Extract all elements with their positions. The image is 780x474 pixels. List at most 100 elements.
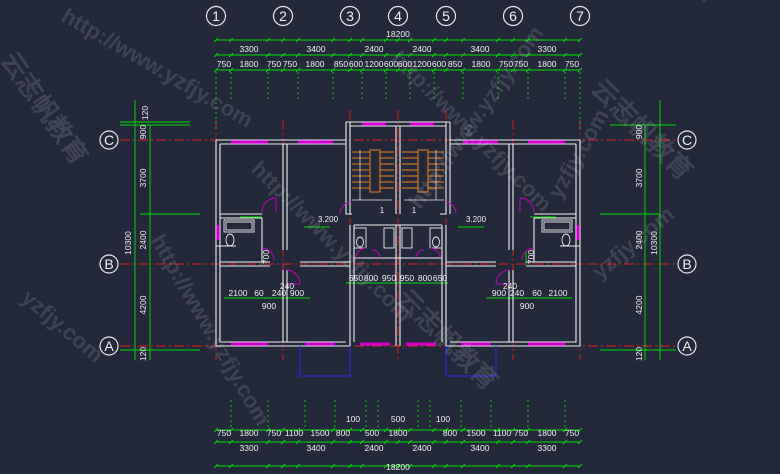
dimension-tick bbox=[407, 463, 413, 469]
bottom-small-dim: 500 bbox=[391, 414, 405, 424]
walls bbox=[215, 121, 581, 347]
axis-bubble-4[interactable]: 4 bbox=[387, 5, 409, 27]
dimension-tick bbox=[525, 439, 531, 445]
dimension-tick bbox=[347, 67, 353, 73]
dimension-tick bbox=[495, 439, 501, 445]
dimension-tick bbox=[330, 463, 336, 469]
dimension-tick bbox=[330, 37, 336, 43]
left-segment-dim: 900 bbox=[138, 125, 148, 139]
top-bay-dim: 3300 bbox=[240, 44, 259, 54]
axis-bubble-C-left[interactable]: C bbox=[99, 130, 119, 150]
right-total-dim: 10300 bbox=[649, 231, 659, 255]
bottom-detail-dim: 750 bbox=[267, 428, 281, 438]
top-detail-dim: 750 bbox=[565, 59, 579, 69]
bottom-detail-dim: 1800 bbox=[240, 428, 259, 438]
interior-dim: 700 bbox=[261, 250, 271, 264]
dimension-tick bbox=[228, 463, 234, 469]
top-bay-dim: 3300 bbox=[538, 44, 557, 54]
top-detail-dim: 750 bbox=[514, 59, 528, 69]
axis-bubble-2[interactable]: 2 bbox=[272, 5, 294, 27]
top-detail-dim: 1800 bbox=[306, 59, 325, 69]
top-detail-dim: 600 bbox=[432, 59, 446, 69]
dimension-tick bbox=[407, 52, 413, 58]
elevation-mark-right: 3.200 bbox=[466, 215, 487, 224]
interior-dim: 900 bbox=[290, 288, 304, 298]
dimension-tick bbox=[280, 37, 286, 43]
dimension-tick bbox=[443, 67, 449, 73]
dimension-tick bbox=[460, 67, 466, 73]
watermark-text: http://www.yzfjy.com bbox=[146, 230, 276, 430]
interior-dim: 950 bbox=[400, 273, 414, 283]
top-detail-dim: 750 bbox=[267, 59, 281, 69]
dimension-tick bbox=[407, 427, 413, 433]
dimension-tick bbox=[431, 427, 437, 433]
dimension-tick bbox=[495, 67, 501, 73]
axis-bubble-7[interactable]: 7 bbox=[569, 5, 591, 27]
right-segment-dim: 3700 bbox=[634, 168, 644, 187]
bottom-total-dim: 18200 bbox=[386, 462, 410, 472]
bottom-detail-dim: 1800 bbox=[389, 428, 408, 438]
dimension-tick bbox=[228, 37, 234, 43]
dimension-tick bbox=[460, 439, 466, 445]
dimension-tick bbox=[265, 427, 271, 433]
bottom-bay-dim: 2400 bbox=[365, 443, 384, 453]
right-segment-dim: 120 bbox=[634, 347, 644, 361]
dimension-tick bbox=[395, 427, 401, 433]
dimension-tick bbox=[510, 439, 516, 445]
dimension-tick bbox=[395, 52, 401, 58]
axis-bubble-5[interactable]: 5 bbox=[435, 5, 457, 27]
axis-bubble-B-right[interactable]: B bbox=[677, 254, 697, 274]
dimension-tick bbox=[280, 427, 286, 433]
axis-bubble-C-right[interactable]: C bbox=[677, 130, 697, 150]
dimension-tick bbox=[525, 37, 531, 43]
interior-dim: 650 bbox=[349, 273, 363, 283]
axis-bubble-A-right[interactable]: A bbox=[677, 336, 697, 356]
dimension-tick bbox=[295, 463, 301, 469]
axis-label-B-left: B bbox=[104, 256, 113, 272]
axis-label-A-right: A bbox=[682, 338, 692, 354]
stair-mark: 1 bbox=[412, 206, 417, 215]
watermark-text: yzfjy.com bbox=[687, 0, 779, 4]
axis-bubble-3[interactable]: 3 bbox=[339, 5, 361, 27]
dimension-tick bbox=[359, 67, 365, 73]
dimension-tick bbox=[431, 463, 437, 469]
bathroom-fixtures bbox=[223, 219, 573, 249]
axis-bubble-B-left[interactable]: B bbox=[99, 254, 119, 274]
dimension-tick bbox=[460, 463, 466, 469]
dimension-tick bbox=[562, 439, 568, 445]
dimension-tick bbox=[359, 463, 365, 469]
dimension-tick bbox=[228, 67, 234, 73]
axis-label-4: 4 bbox=[394, 8, 402, 24]
interior-dim: 950 bbox=[382, 273, 396, 283]
bottom-detail-dim: 1500 bbox=[467, 428, 486, 438]
dimension-tick bbox=[383, 52, 389, 58]
dimension-tick bbox=[228, 427, 234, 433]
axis-label-C-left: C bbox=[104, 132, 114, 148]
dimension-tick bbox=[562, 67, 568, 73]
top-detail-dim: 600 bbox=[384, 59, 398, 69]
dimension-tick bbox=[407, 37, 413, 43]
top-detail-dim: 1200 bbox=[413, 59, 432, 69]
top-detail-dim: 600 bbox=[398, 59, 412, 69]
dimension-tick bbox=[359, 427, 365, 433]
dimension-tick bbox=[495, 52, 501, 58]
dimension-tick bbox=[525, 463, 531, 469]
bottom-detail-dim: 1100 bbox=[493, 428, 512, 438]
dimension-tick bbox=[525, 52, 531, 58]
dimension-tick bbox=[460, 52, 466, 58]
windows bbox=[216, 122, 580, 346]
dimension-tick bbox=[295, 439, 301, 445]
stair-handrail bbox=[352, 150, 444, 201]
dimension-tick bbox=[443, 427, 449, 433]
bottom-bay-dim: 2400 bbox=[413, 443, 432, 453]
dimension-tick bbox=[213, 463, 219, 469]
top-bay-dim: 2400 bbox=[365, 44, 384, 54]
axis-bubble-1[interactable]: 1 bbox=[205, 5, 227, 27]
axis-bubble-A-left[interactable]: A bbox=[99, 336, 119, 356]
left-segment-dim: 120 bbox=[140, 106, 150, 120]
dimension-tick bbox=[407, 439, 413, 445]
axis-bubble-6[interactable]: 6 bbox=[502, 5, 524, 27]
dimension-tick bbox=[510, 52, 516, 58]
axis-label-1: 1 bbox=[212, 8, 220, 24]
